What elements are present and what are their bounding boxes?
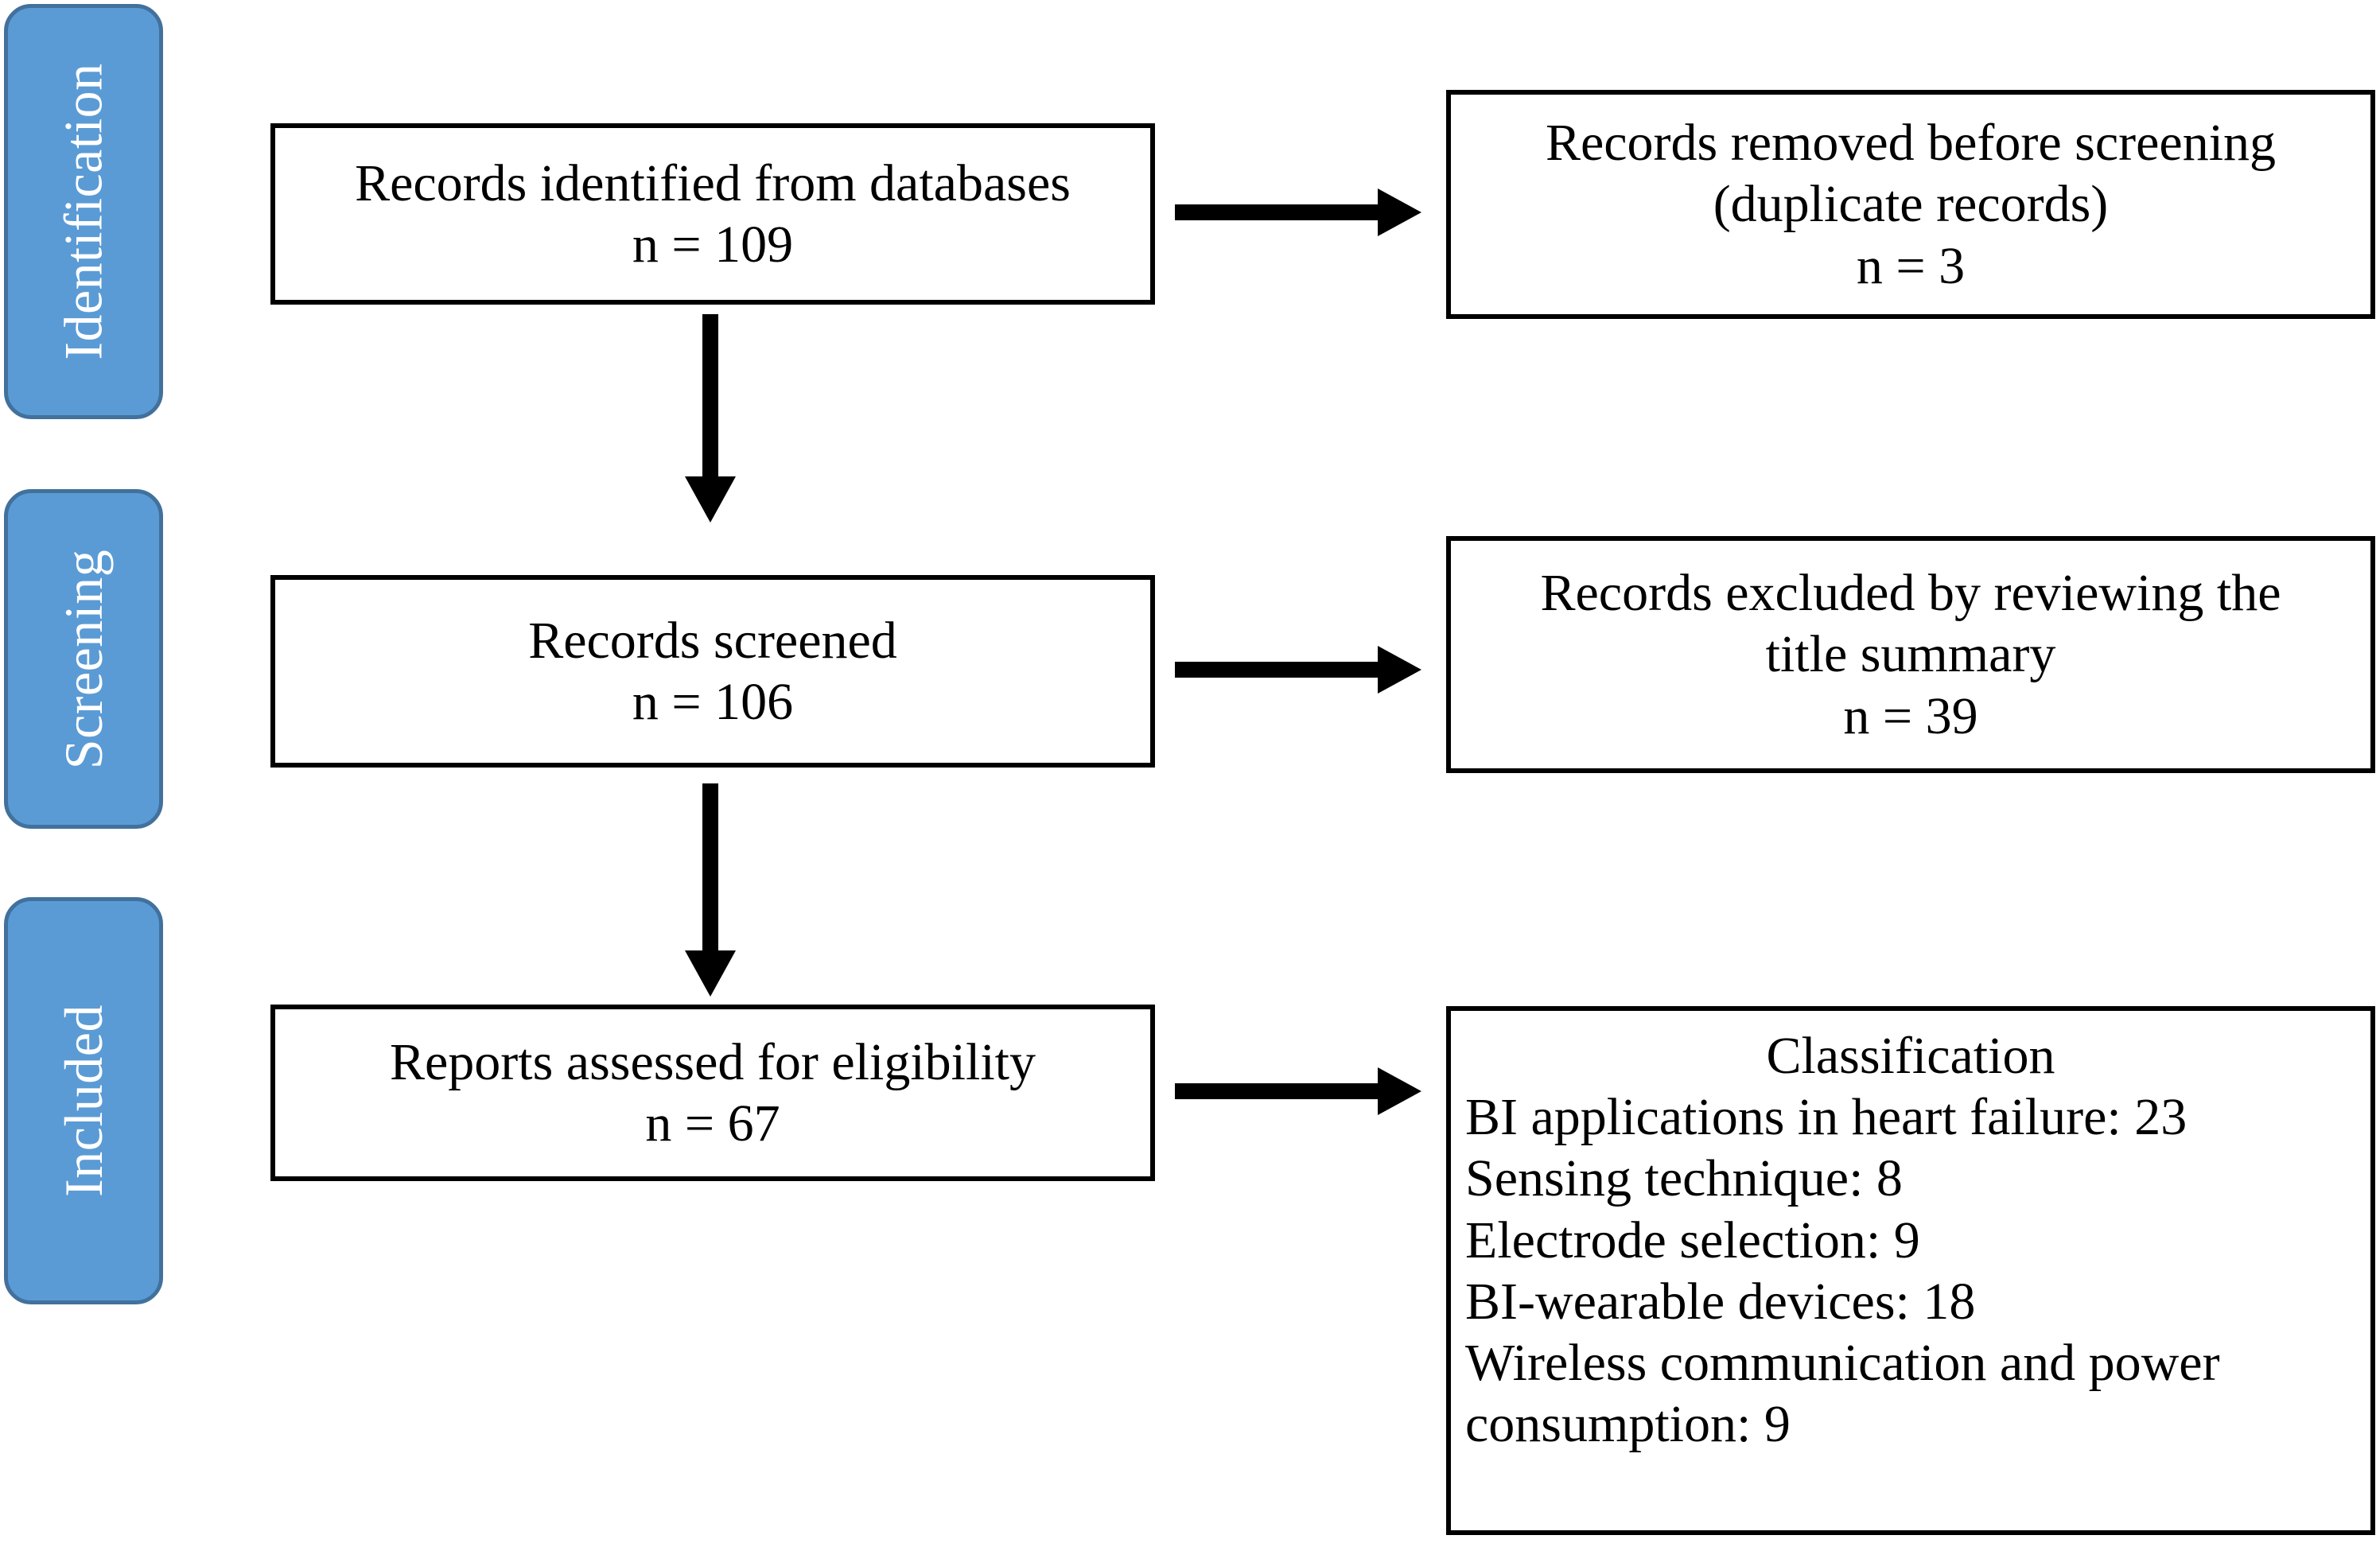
box-records-identified: Records identified from databases n = 10… <box>270 123 1155 305</box>
box-records-screened: Records screened n = 106 <box>270 575 1155 768</box>
box-records-removed: Records removed before screening (duplic… <box>1446 90 2375 319</box>
box-records-excluded: Records excluded by reviewing the title … <box>1446 536 2375 773</box>
box-records-identified-line-2: n = 109 <box>632 216 794 274</box>
box-records-screened-line-2: n = 106 <box>632 673 794 731</box>
box-records-excluded-line-1: Records excluded by reviewing the <box>1540 564 2281 623</box>
arrow-shaft <box>1175 204 1378 220</box>
phase-tab-screening: Screening <box>4 489 163 829</box>
phase-tab-included-label: Included <box>53 1005 114 1197</box>
phase-tab-identification-label: Identification <box>53 63 115 360</box>
arrow-head <box>685 950 736 997</box>
classification-item: BI-wearable devices: 18 <box>1465 1272 1976 1331</box>
classification-item: BI applications in heart failure: 23 <box>1465 1088 2188 1147</box>
arrow-shaft <box>1175 1083 1378 1099</box>
arrow-head <box>1378 189 1421 236</box>
classification-item-continuation: consumption: 9 <box>1465 1395 1791 1454</box>
arrow-head <box>1378 646 1421 694</box>
phase-tab-included: Included <box>4 897 163 1304</box>
box-records-removed-line-2: (duplicate records) <box>1713 175 2109 234</box>
arrow-head <box>1378 1067 1421 1115</box>
phase-tab-screening-label: Screening <box>53 549 114 769</box>
box-records-excluded-line-3: n = 39 <box>1843 686 1978 745</box>
box-reports-assessed-line-2: n = 67 <box>645 1094 780 1152</box>
arrow-head <box>685 476 736 523</box>
phase-tab-identification: Identification <box>4 4 163 419</box>
arrow-shaft <box>702 314 718 476</box>
box-classification: Classification BI applications in heart … <box>1446 1006 2375 1535</box>
classification-item: Sensing technique: 8 <box>1465 1149 1903 1208</box>
box-records-excluded-line-2: title summary <box>1765 625 2056 684</box>
box-reports-assessed: Reports assessed for eligibility n = 67 <box>270 1005 1155 1181</box>
box-records-removed-line-1: Records removed before screening <box>1545 114 2277 173</box>
box-records-identified-line-1: Records identified from databases <box>355 154 1071 212</box>
box-records-screened-line-1: Records screened <box>528 611 897 670</box>
arrow-shaft <box>1175 662 1378 678</box>
box-reports-assessed-line-1: Reports assessed for eligibility <box>389 1032 1036 1091</box>
classification-item: Electrode selection: 9 <box>1465 1211 1920 1269</box>
classification-item: Wireless communication and power <box>1465 1334 2220 1393</box>
arrow-shaft <box>702 783 718 950</box>
box-classification-title: Classification <box>1766 1027 2055 1085</box>
box-records-removed-line-3: n = 3 <box>1856 236 1966 295</box>
